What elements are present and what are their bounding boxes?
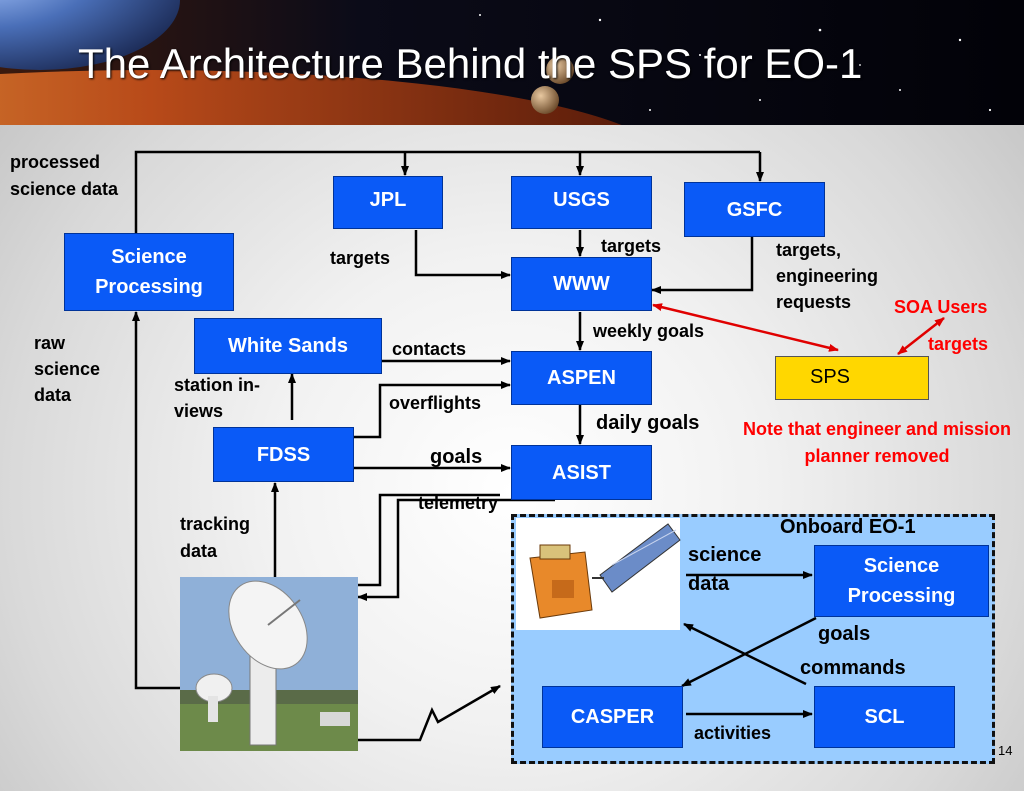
onboard-goals-label: goals [818, 623, 871, 645]
note-label: Note that engineer and mission planner r… [742, 419, 1012, 466]
contacts-label: contacts [392, 339, 467, 359]
casper-box: CASPER [542, 686, 683, 748]
white-sands-box: White Sands [194, 318, 382, 374]
gsfc-box: GSFC [684, 182, 825, 237]
fdss-label: FDSS [256, 443, 311, 466]
onboard-science-processing-label: Science Processing [847, 555, 956, 607]
jpl-label: JPL [369, 189, 407, 211]
sps-box: SPS [775, 356, 929, 400]
soa-users-label: SOA Users [894, 297, 988, 317]
usgs-box: USGS [511, 176, 652, 229]
ground-antenna-image [180, 577, 358, 751]
onboard-science-processing-box: Science Processing [814, 545, 989, 617]
commands-label: commands [800, 657, 906, 679]
goals-label: goals [430, 446, 483, 468]
science-data-label: science data [688, 544, 762, 595]
slide-title: The Architecture Behind the SPS for EO-1 [78, 40, 863, 87]
jpl-box: JPL [333, 176, 443, 229]
aspen-label: ASPEN [547, 367, 616, 389]
activities-label: activities [694, 723, 772, 743]
aspen-box: ASPEN [511, 351, 652, 405]
targets-usgs-label: targets [601, 236, 662, 256]
scl-label: SCL [864, 706, 905, 728]
raw-science-data-label: raw science data [34, 333, 101, 406]
daily-goals-label: daily goals [596, 412, 700, 434]
satellite-image [516, 518, 681, 630]
targets-soa-label: targets [928, 334, 989, 354]
page-number: 14 [998, 743, 1013, 758]
gsfc-label: GSFC [726, 198, 783, 221]
weekly-goals-label: weekly goals [593, 321, 705, 341]
targets-gsfc-label: targets, engineering requests [776, 240, 879, 313]
fdss-box: FDSS [213, 427, 354, 482]
line-processed-data [134, 150, 760, 233]
asist-box: ASIST [511, 445, 652, 500]
telemetry-label: telemetry [418, 493, 499, 513]
usgs-label: USGS [553, 189, 610, 211]
tracking-data-label: tracking data [180, 514, 251, 561]
onboard-eo1-title: Onboard EO-1 [780, 516, 916, 538]
space-banner-image [0, 0, 1024, 125]
www-box: WWW [511, 257, 652, 311]
scl-box: SCL [814, 686, 955, 748]
science-processing-box: Science Processing [64, 233, 234, 311]
science-processing-label: Science Processing [95, 246, 203, 298]
processed-science-data-label: processed science data [10, 152, 119, 199]
station-in-views-label: station in-views [174, 375, 260, 422]
white-sands-label: White Sands [227, 335, 348, 357]
asist-label: ASIST [552, 461, 611, 484]
www-label: WWW [553, 273, 610, 295]
sps-label: SPS [810, 366, 851, 388]
targets-jpl-label: targets [330, 248, 391, 268]
overflights-label: overflights [389, 393, 482, 413]
casper-label: CASPER [570, 706, 655, 728]
